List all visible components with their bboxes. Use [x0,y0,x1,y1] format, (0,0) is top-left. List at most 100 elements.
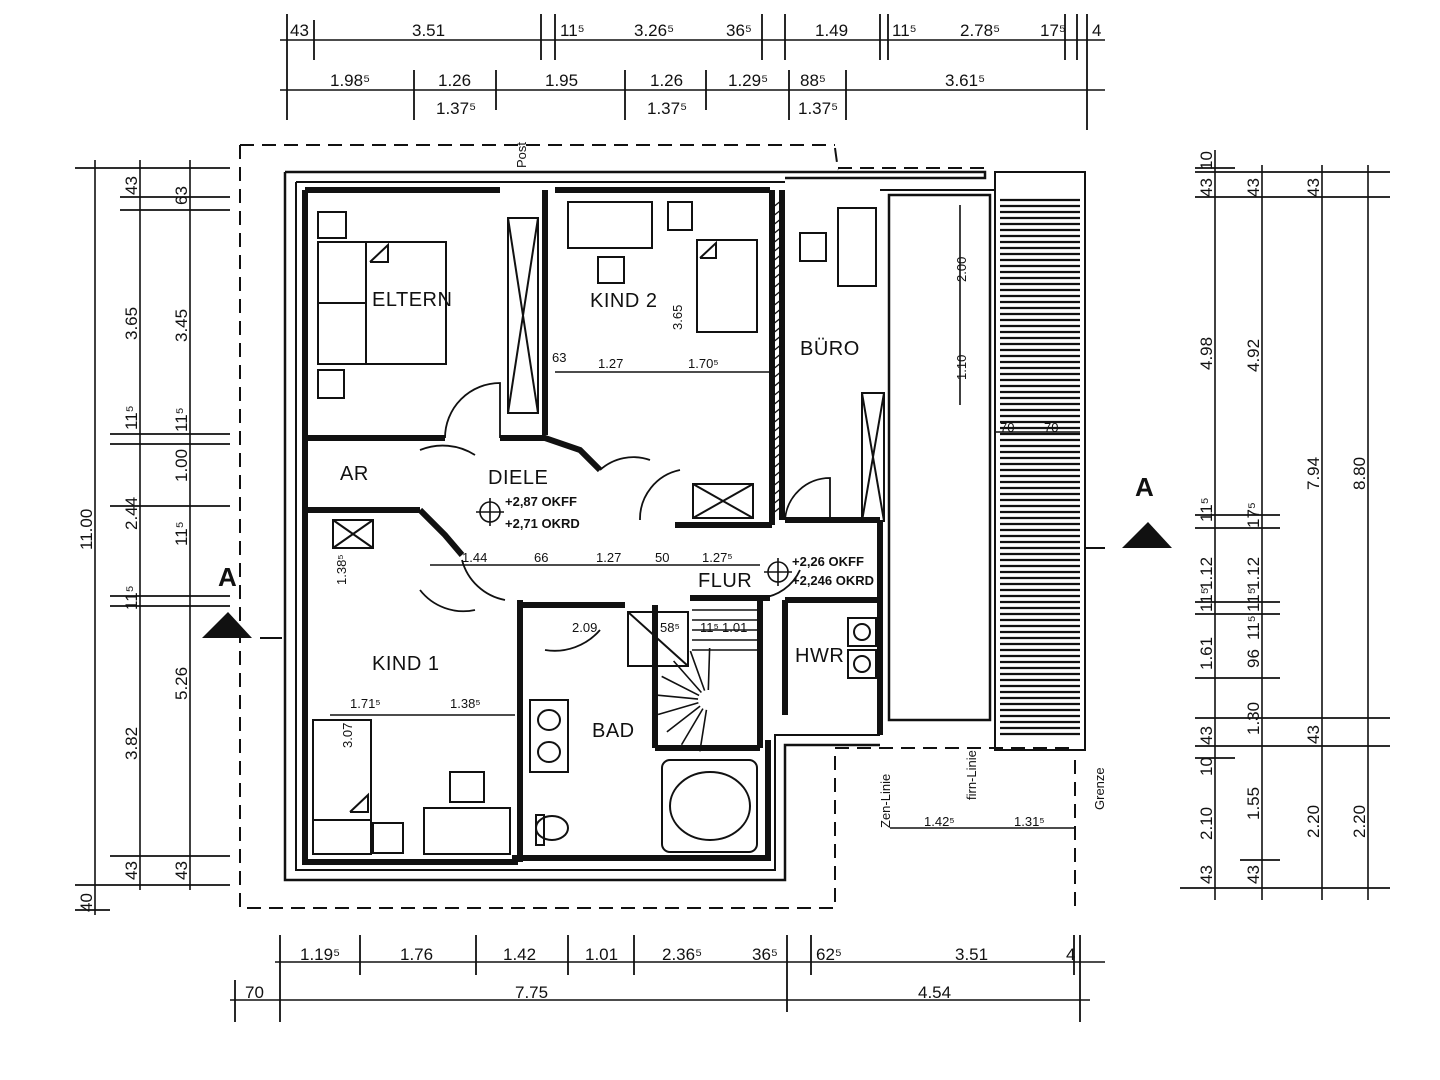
label-grenze: Grenze [1092,767,1107,810]
doors [419,382,831,652]
level-diele-okrd: +2,71 OKRD [505,516,580,531]
dims-right-3-1: 7.94 [1304,457,1323,490]
dim-bad-d: 1.01 [722,620,747,635]
dims-right-1-0: 10 [1197,151,1216,170]
wall-hatch-line [771,460,783,470]
dims-bottom-row1-1: 1.76 [400,945,433,964]
dims-bottom-row1-3: 1.01 [585,945,618,964]
dims-left-outer-0: 11.00 [77,509,96,550]
level-flur-okrd: +2,246 OKRD [792,573,874,588]
dim-flur-a: 1.27⁵ [702,550,733,565]
wall-hatch-line [771,244,783,254]
room-label-eltern: ELTERN [372,289,452,311]
dims-right-1-4: 1.12 [1197,557,1216,590]
wall-hatch-line [771,298,783,308]
dims-right-2-0: 43 [1244,178,1263,197]
dims-right-2-6: 11⁵ [1244,615,1263,640]
section-label-left: A [218,562,237,592]
level-diele-okff: +2,87 OKFF [505,494,577,509]
wall-hatch-line [771,379,783,389]
label-zen-linie: Zen-Linie [878,774,893,828]
interior-walls [302,190,883,862]
wall-hatch-line [771,262,783,272]
wall-hatch-line [771,406,783,416]
dims-left-mid-5: 3.82 [122,727,141,760]
dim-kind1-c: 1.38⁵ [334,554,349,585]
dims-top-row1-4: 36⁵ [726,21,752,40]
dims-left-inner-4: 11⁵ [172,521,191,546]
stair-tread [699,709,708,752]
wall-hatch-line [771,361,783,371]
dim-terr-c: 70 [1000,420,1014,435]
wall-hatch-line [771,478,783,488]
dim-kind2-d: 63 [552,350,566,365]
dims-left-inner-6: 43 [172,861,191,880]
room-label-buero: BÜRO [800,338,860,360]
dims-left-mid-1: 3.65 [122,307,141,340]
room-label-hwr: HWR [795,645,844,667]
dims-right-1-5: 11⁵ [1197,587,1216,612]
dims-top-row3-0: 1.37⁵ [436,99,476,118]
wall-hatch-line [771,496,783,506]
dims-right-1-3: 11⁵ [1197,497,1216,522]
wall-hatch-line [771,469,783,479]
dims-top-row3-2: 1.37⁵ [798,99,838,118]
dims-left-mid-2: 11⁵ [122,405,141,430]
dims-right-3-3: 2.20 [1304,805,1323,838]
dim-bad-b: 58⁵ [660,620,680,635]
section-label-right: A [1135,472,1154,502]
dim-diele-c: 1.27 [596,550,621,565]
wall-hatch-line [771,343,783,353]
dims-top-row2-2: 1.95 [545,71,578,90]
dims-bottom-row1-7: 3.51 [955,945,988,964]
dims-top-row2-1: 1.26 [438,71,471,90]
wall-hatch-line [771,487,783,497]
dims-right-2-9: 43 [1244,865,1263,884]
dims-right-1-10: 43 [1197,865,1216,884]
dims-right-4-0: 8.80 [1350,457,1369,490]
wall-hatch-line [771,352,783,362]
dims-left-mid-6: 43 [122,861,141,880]
label-post: Post [514,142,529,168]
dims-left-mid-4: 11⁵ [122,585,141,610]
dims-top-row2-4: 1.29⁵ [728,71,768,90]
dimension-lines [75,14,1390,1022]
dims-right-1-2: 4.98 [1197,337,1216,370]
wall-hatch-line [771,226,783,236]
stair-tread [689,650,706,691]
dims-top-row2-0: 1.98⁵ [330,71,370,90]
wall-hatch-line [771,316,783,326]
wall-hatch-line [771,370,783,380]
dims-left-inner-2: 11⁵ [172,407,191,432]
dims-right-1-7: 43 [1197,726,1216,745]
wall-hatch-line [771,433,783,443]
room-label-bad: BAD [592,720,635,742]
dims-bottom-row1-8: 4 [1066,945,1075,964]
dims-top-row3-1: 1.37⁵ [647,99,687,118]
dims-top-row1-2: 11⁵ [560,21,585,40]
dims-right-2-3: 1.12 [1244,557,1263,590]
dims-right-2-1: 4.92 [1244,339,1263,372]
wall-hatch-line [771,334,783,344]
wall-hatch-line [771,442,783,452]
dims-top-row1-1: 3.51 [412,21,445,40]
dim-bad-a: 2.09 [572,620,597,635]
dims-right-1-6: 1.61 [1197,637,1216,670]
wall-hatch-line [771,280,783,290]
dims-bottom-row1-4: 2.36⁵ [662,945,702,964]
dim-terr-a: 2.00 [954,257,969,282]
wall-hatch [771,199,783,515]
wall-hatch-line [771,199,783,209]
dim-diele-b: 66 [534,550,548,565]
dim-kind1-d: 3.07 [340,723,355,748]
dims-top-row1-6: 11⁵ [892,21,917,40]
dims-right-2-5: 96 [1244,649,1263,668]
wall-hatch-line [771,235,783,245]
dims-right-4: 8.802.20 [1350,457,1369,838]
